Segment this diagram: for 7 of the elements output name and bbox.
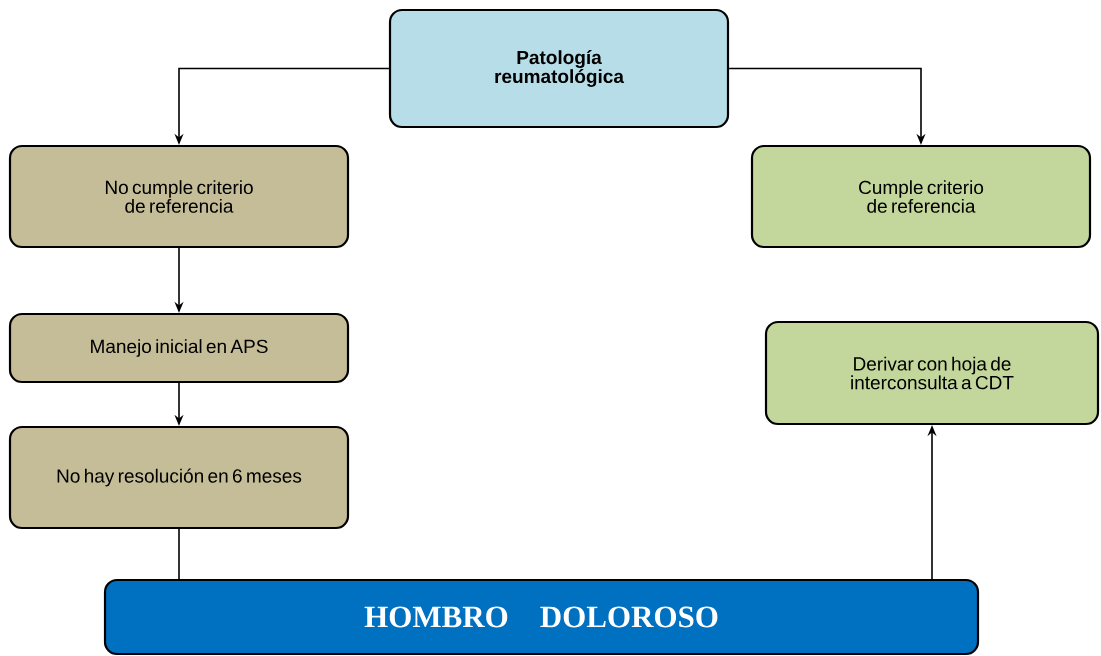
process-box: No cumple criterio de referencia <box>8 144 350 249</box>
process-box: Manejo inicial en APS <box>8 312 350 384</box>
process-box: No hay resolución en 6 meses <box>8 425 350 530</box>
process-box: Derivar con hoja de interconsulta a CDT <box>764 320 1100 426</box>
banner-box: HOMBRO DOLOROSO <box>103 578 980 656</box>
process-box: Cumple criterio de referencia <box>750 144 1092 249</box>
title-box: Patología reumatológica <box>388 8 730 129</box>
